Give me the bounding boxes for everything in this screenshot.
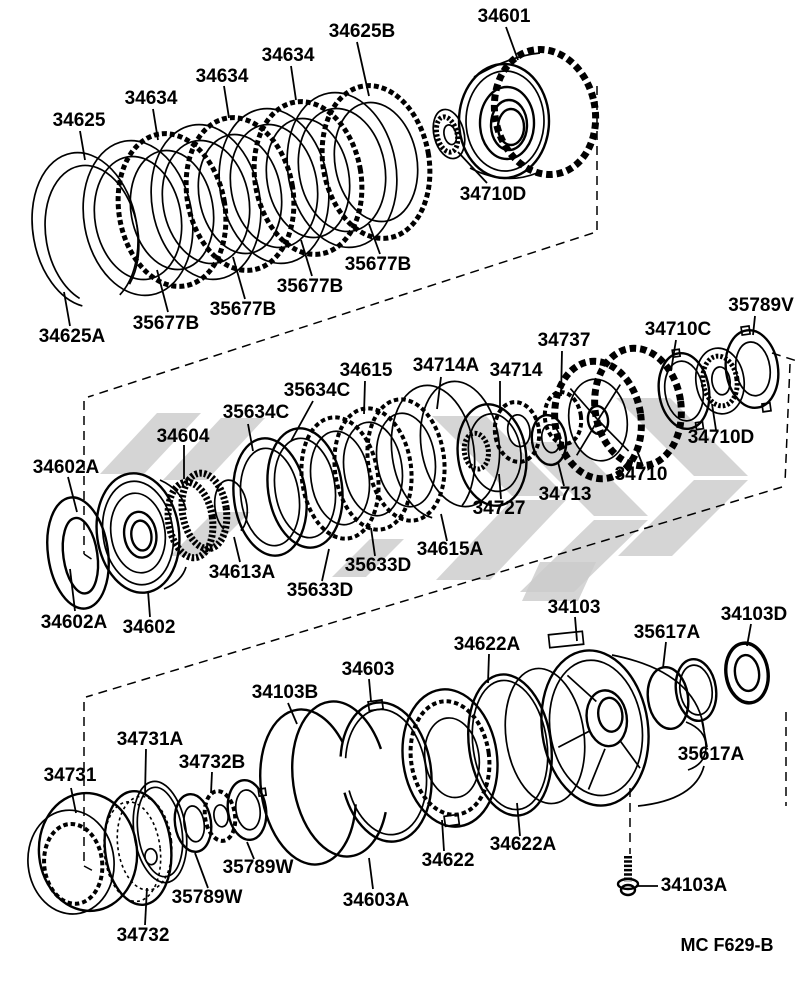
part-labels: 34625 34634 34634 34634 34625B 34601 347… [33,6,794,955]
part-34710D-race [694,347,746,415]
part-34710-planetary [551,344,685,483]
part-34622A-ring [504,667,586,805]
label-34710: 34710 [615,464,668,485]
part-34731A-spring [132,780,188,884]
label-34601: 34601 [478,6,531,27]
part-34625-snap-ring [31,151,140,309]
label-34732: 34732 [117,925,170,946]
part-34622-shoe-assembly [401,688,499,828]
label-34604: 34604 [157,426,210,447]
label-35617A-1: 35617A [634,622,701,643]
part-34625B-disc [319,83,433,241]
label-35633D-2: 35633D [287,580,354,601]
label-34714A: 34714A [413,355,480,376]
label-35677B-4: 35677B [345,254,412,275]
label-34603A: 34603A [343,890,410,911]
label-34731A: 34731A [117,729,184,750]
part-35617A-ring [674,657,718,723]
part-34601-drum [457,46,600,180]
part-34103A-bolt [616,856,640,897]
part-34634-plate [82,139,194,297]
part-35633D-disc [365,397,447,523]
part-34103B-ring [259,708,357,866]
part-34732-disc-pack [103,790,173,906]
bottom-assembly [27,630,770,915]
dashed-boundary-lines [83,86,798,874]
part-35789V-plate [724,325,780,413]
label-35789W-2: 35789W [172,887,243,908]
label-34613A: 34613A [209,562,276,583]
part-35789W-washer [173,792,213,854]
label-34602A-2: 34602A [41,612,108,633]
label-34713: 34713 [539,484,592,505]
label-34602: 34602 [123,617,176,638]
label-34710C: 34710C [645,319,712,340]
part-34615-disc [299,415,381,541]
label-35634C-2: 35634C [284,380,351,401]
figure-code: MC F629-B [680,935,773,955]
label-35789V: 35789V [728,295,794,316]
part-34615A-snap-ring [390,384,476,520]
leader-lines [63,26,756,926]
label-34634-1: 34634 [125,88,178,109]
part-34710C-retainer [657,348,711,431]
label-34103B: 34103B [252,682,319,703]
label-34731: 34731 [44,765,97,786]
part-34737-ring [542,390,584,446]
label-34710D-2: 34710D [688,427,755,448]
part-34603A-ring [291,700,389,858]
label-34625: 34625 [53,110,106,131]
part-35634C-ring [266,427,344,549]
top-assembly [31,46,600,309]
label-34103: 34103 [548,597,601,618]
label-34103D: 34103D [721,604,788,625]
part-35789W-plate [226,778,268,842]
part-34714-bearing [492,400,542,464]
part-34634-plate [218,107,330,265]
part-34103D-washer [724,641,770,705]
label-34625A: 34625A [39,326,106,347]
label-34615: 34615 [340,360,393,381]
label-35677B-2: 35677B [210,299,277,320]
label-35677B-3: 35677B [277,276,344,297]
part-34613A-snap-ring [213,479,249,535]
part-34604-sprag [164,469,231,562]
part-34710D-race [432,108,466,160]
label-35617A-2: 35617A [678,744,745,765]
label-34634-3: 34634 [262,45,315,66]
label-34622A-2: 34622A [490,834,557,855]
part-34732B-gear [202,789,238,843]
label-34727: 34727 [473,498,526,519]
part-35677B-disc [251,99,365,257]
part-35677B-disc [115,131,229,289]
label-34634-2: 34634 [196,66,249,87]
label-34714: 34714 [490,360,543,381]
label-35633D-1: 35633D [345,555,412,576]
label-34625B: 34625B [329,21,396,42]
label-34710D-1: 34710D [460,184,527,205]
part-34602-drum [95,472,187,594]
label-34732B: 34732B [179,752,246,773]
part-34103-drum [540,630,707,807]
part-34634-plate [150,123,262,281]
label-34622: 34622 [422,850,475,871]
label-34602A-1: 34602A [33,457,100,478]
part-34603-band [339,698,433,843]
part-34714A-ring [419,380,501,508]
label-34103A: 34103A [661,875,728,896]
label-34737: 34737 [538,330,591,351]
part-35634C-ring [232,437,308,557]
label-34615A: 34615A [417,539,484,560]
part-34634-plate [286,91,398,249]
part-34602A-washer [46,496,110,610]
label-35677B-1: 35677B [133,313,200,334]
label-34622A-1: 34622A [454,634,521,655]
label-34603: 34603 [342,659,395,680]
part-35677B-disc [183,115,297,273]
label-35789W-1: 35789W [223,857,294,878]
label-35634C-1: 35634C [223,402,290,423]
